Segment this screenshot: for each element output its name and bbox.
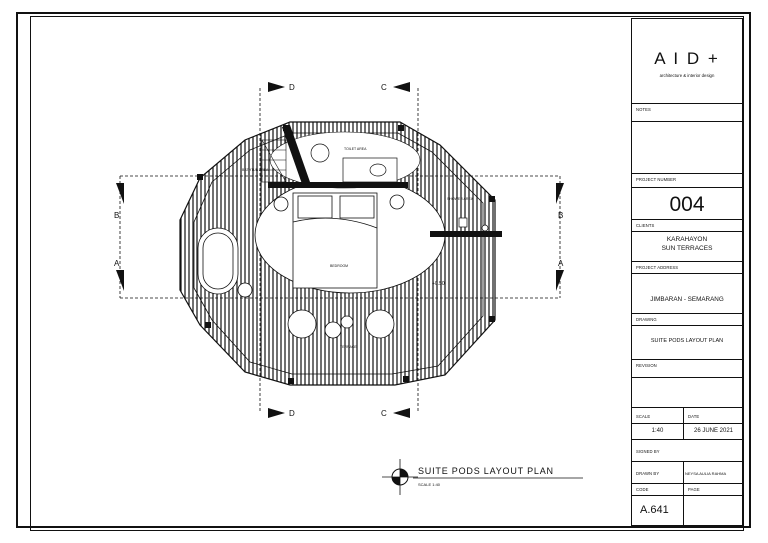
drawing-name-box: SUITE PODS LAYOUT PLAN [632,325,742,359]
section-label-b-left: B [114,211,119,220]
shower-fixture [458,217,489,232]
scale-date-header: SCALE DATE [632,407,742,424]
section-labels: D C D C B A B A [114,83,564,418]
scale-label: SCALE [636,414,651,419]
title-block: A I D + architecture & interior design N… [631,18,743,526]
signed-row: SIGNED BY [632,439,742,461]
shower-area-label: SHOWER AREA [447,197,474,201]
drawing-title: SUITE PODS LAYOUT PLAN [418,466,554,476]
code-page-values: A.641 [632,495,742,526]
section-label-d-top: D [289,83,295,92]
toilet-area-label: TOILET AREA [344,147,367,151]
section-label-c-bottom: C [381,409,387,418]
project-number-row: PROJECT NUMBER [632,173,742,187]
section-label-d-bottom: D [289,409,295,418]
date-value: 26 JUNE 2021 [693,428,734,434]
notes-row: NOTES [632,103,742,121]
sheet-inner-border [30,16,744,531]
notes-area [632,121,742,191]
date-label: DATE [688,414,700,419]
section-label-a-left: A [114,259,120,268]
terrace-label: TERRACE [340,345,357,349]
logo-tagline: architecture & interior design [659,73,715,78]
project-number-label: PROJECT NUMBER [636,177,677,182]
logo-letters: A I D + [654,49,720,68]
project-number: 004 [669,193,705,216]
stairs [261,139,287,183]
room-tags: TOILET AREA SHOWER AREA BEDROOM TERRACE … [242,147,474,349]
code-value: A.641 [640,504,669,516]
scale-date-values: 1:40 26 JUNE 2021 [632,423,742,440]
clients-row: CLIENTS [632,219,742,231]
section-label-a-right: A [558,259,564,268]
walls [268,125,502,237]
drawn-row: DRAWN BY NEYSA AULIA RAHMA [632,461,742,484]
scale-value: 1:40 [651,428,664,434]
clients-label: CLIENTS [636,223,655,228]
project-address: JIMBARAN - SEMARANG [650,296,724,303]
revision-row: REVISION [632,359,742,371]
drawing-title-block: SUITE PODS LAYOUT PLAN SCALE 1:40 [382,459,583,495]
code-page-header: CODE PAGE [632,483,742,496]
terrace-furniture [287,309,395,339]
drawing-label: DRAWING [636,317,657,322]
company-logo: A I D + architecture & interior design [632,19,742,115]
section-label-c-top: C [381,83,387,92]
bedroom-label: BEDROOM [330,264,348,268]
address-row: PROJECT ADDRESS [632,261,742,273]
revision-area [632,377,742,407]
code-label: CODE [636,487,649,492]
bathtub [197,227,253,298]
address-box: JIMBARAN - SEMARANG [632,273,742,313]
section-arrows [116,82,564,418]
drawing-scale-note: SCALE 1:40 [418,482,441,487]
drawn-by-value: NEYSA AULIA RAHMA [685,471,727,476]
drawing-row: DRAWING [632,313,742,325]
client-name-line1: KARAHAYON [666,236,708,243]
address-label: PROJECT ADDRESS [636,265,679,270]
drawing-name: SUITE PODS LAYOUT PLAN [650,338,724,344]
bed [273,192,405,289]
bathtub-label: BATHTUB AREA [242,168,269,172]
level-label: +0.50 [432,281,445,287]
page-label: PAGE [688,487,700,492]
section-label-b-right: B [558,211,563,220]
clients-box: KARAHAYON SUN TERRACES [632,231,742,261]
signed-label: SIGNED BY [636,449,660,454]
client-name-line2: SUN TERRACES [661,245,713,252]
project-number-box: 004 [632,187,742,219]
drawn-label: DRAWN BY [636,471,660,476]
revision-label: REVISION [636,363,657,368]
notes-label: NOTES [636,107,651,112]
toilet-area [310,143,398,183]
sheet-outer-border [16,12,751,528]
